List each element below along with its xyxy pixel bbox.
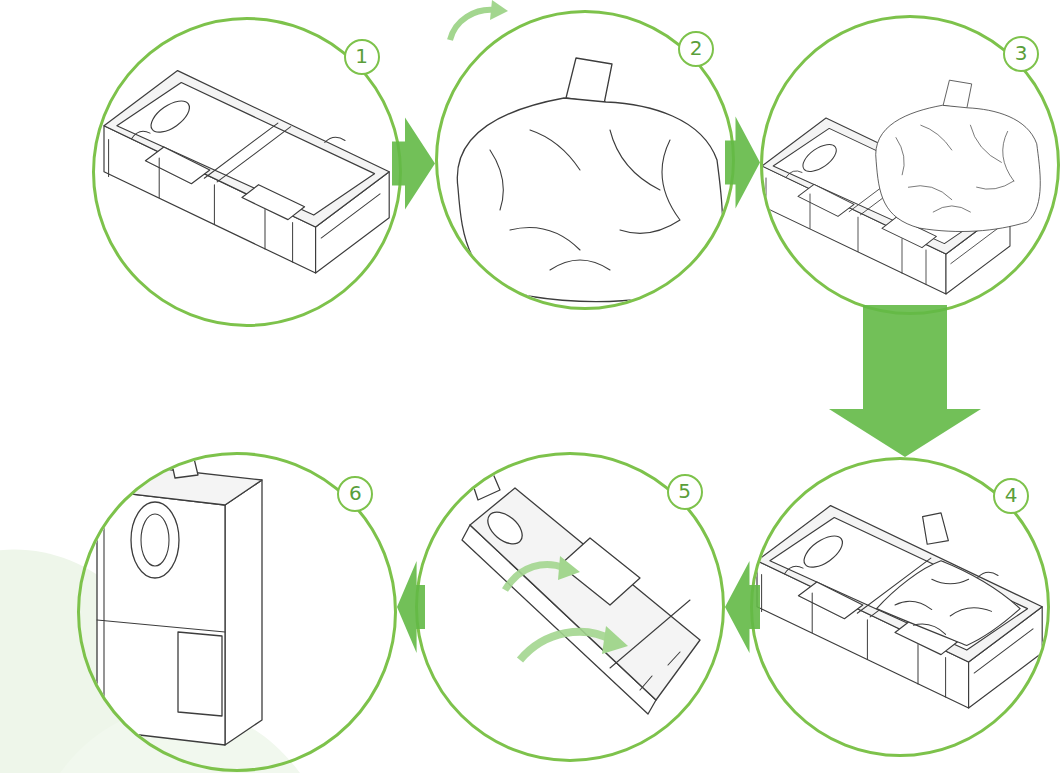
step-circle: 4 — [750, 457, 1050, 757]
step-circle: 5 — [415, 452, 725, 762]
fold-arrow-head — [602, 626, 628, 654]
step-circle: 3 — [760, 15, 1060, 315]
callout-number: 5 — [667, 474, 703, 510]
callout-number: 1 — [344, 39, 380, 75]
callout-number: 2 — [678, 31, 714, 67]
closing-case — [462, 462, 700, 714]
peel-arrow-head — [490, 0, 508, 20]
callout-number: 4 — [993, 478, 1029, 514]
case-with-bag — [762, 81, 1040, 294]
step-circle: 2 — [435, 10, 735, 310]
fold-arrow-head — [558, 556, 580, 580]
flow-arrow — [829, 305, 981, 457]
liner-bag — [457, 58, 722, 301]
open-case — [104, 71, 389, 273]
callout-number: 3 — [1003, 36, 1039, 72]
callout-number: 6 — [337, 476, 373, 512]
step-circle: 1 — [92, 17, 402, 327]
bag-in-case — [757, 506, 1042, 708]
flow-arrow — [392, 118, 435, 210]
peel-arrow — [450, 10, 495, 40]
flow-arrow — [397, 561, 425, 653]
closed-container — [97, 450, 262, 745]
fold-arrow — [505, 564, 565, 590]
fold-arrow — [520, 632, 612, 660]
flow-arrow — [725, 117, 760, 209]
step-circle: 6 — [77, 452, 397, 772]
flow-arrow — [725, 561, 760, 653]
